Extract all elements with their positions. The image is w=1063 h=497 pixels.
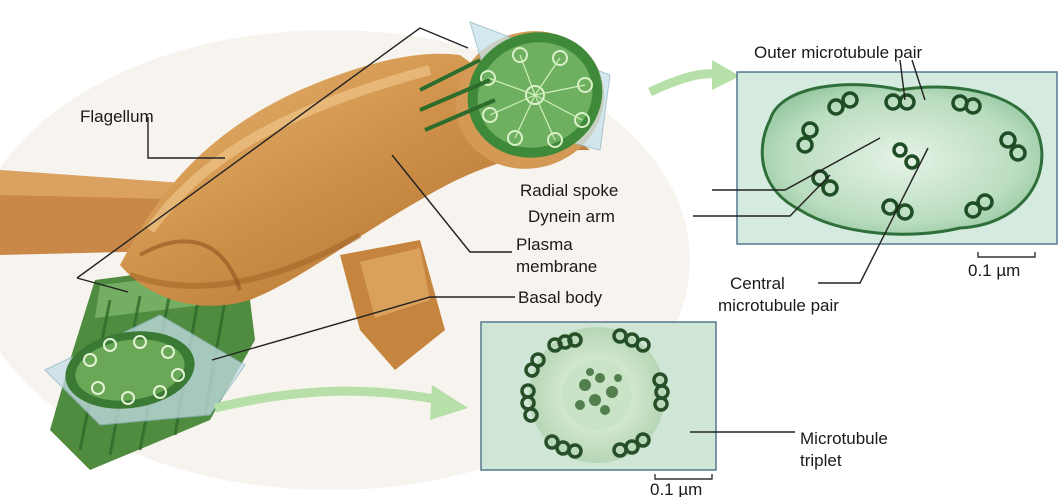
label-plasma-membrane-line2: membrane xyxy=(516,257,597,276)
label-radial-spoke: Radial spoke xyxy=(520,181,618,200)
label-microtubule-triplet-line1: Microtubule xyxy=(800,429,888,448)
scale-label-bottom: 0.1 µm xyxy=(650,480,702,497)
scale-label-top: 0.1 µm xyxy=(968,261,1020,280)
flagellum-micrograph xyxy=(737,72,1057,244)
label-central-microtubule-pair-line2: microtubule pair xyxy=(718,296,839,315)
label-central-microtubule-pair-line1: Central xyxy=(730,274,785,293)
label-plasma-membrane-line1: Plasma xyxy=(516,235,573,254)
label-flagellum: Flagellum xyxy=(80,107,154,126)
label-outer-microtubule-pair: Outer microtubule pair xyxy=(754,43,923,62)
basal-body-micrograph xyxy=(481,322,716,470)
label-basal-body: Basal body xyxy=(518,288,603,307)
label-microtubule-triplet-line2: triplet xyxy=(800,451,842,470)
label-dynein-arm: Dynein arm xyxy=(528,207,615,226)
